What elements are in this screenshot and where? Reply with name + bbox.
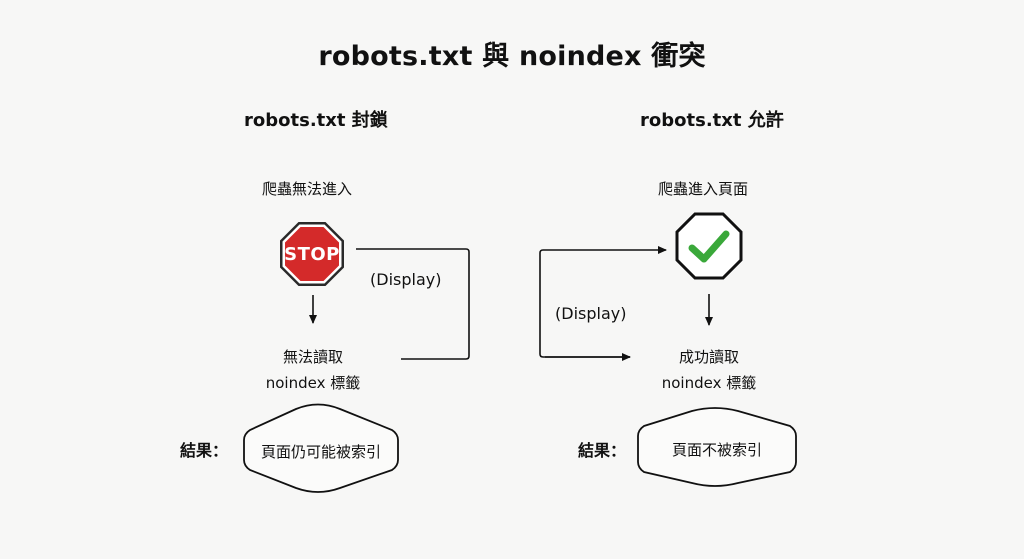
left-display-label: (Display) (370, 270, 442, 289)
left-heading: robots.txt 封鎖 (244, 110, 388, 131)
right-read-line2: noindex 標籤 (661, 374, 757, 392)
checkmark-icon (675, 212, 743, 280)
left-read-line1: 無法讀取 (282, 348, 343, 366)
page-title: robots.txt 與 noindex 衝突 (318, 41, 706, 72)
left-crawler-text: 爬蟲無法進入 (262, 180, 353, 198)
right-result-hexagon (637, 407, 797, 487)
left-result-text: 頁面仍可能被索引 (260, 442, 381, 461)
left-result-hexagon (243, 403, 399, 493)
left-display-connector (356, 248, 470, 360)
right-crawler-text: 爬蟲進入頁面 (658, 180, 749, 198)
left-read-line2: noindex 標籤 (265, 374, 361, 392)
right-display-label: (Display) (555, 304, 627, 323)
right-heading: robots.txt 允許 (640, 110, 784, 131)
right-result-text: 頁面不被索引 (671, 440, 762, 459)
stop-sign-icon: STOP (279, 221, 345, 287)
right-result-label: 結果： (578, 441, 627, 460)
left-result-label: 結果： (180, 441, 229, 460)
right-display-connector (539, 246, 667, 358)
stop-sign-label: STOP (284, 243, 340, 265)
right-read-line1: 成功讀取 (678, 348, 739, 366)
